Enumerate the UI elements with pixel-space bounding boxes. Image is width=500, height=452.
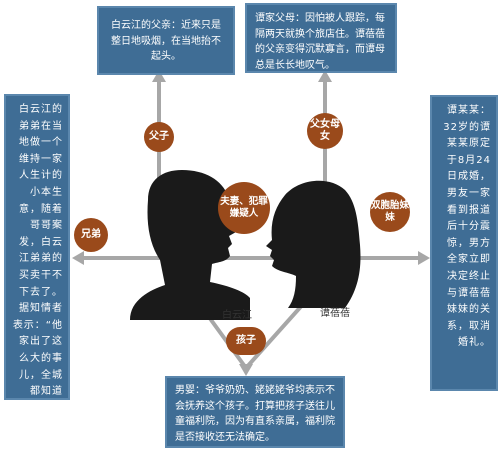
- female-silhouette: [266, 180, 361, 308]
- relation-badge-xiongdi: 兄弟: [74, 218, 108, 252]
- info-box-bai-brother: 白云江的弟弟在当地做一个维持一家人生计的小本生意，随着哥哥案发，白云江弟弟的买卖…: [4, 94, 70, 447]
- arrow-right: [418, 251, 430, 265]
- arrow-up-left: [152, 70, 166, 82]
- info-box-tan-sister: 谭某某：32岁的谭某某原定于8月24日成婚，男友一家看到报道后十分震惊，男方全家…: [430, 95, 498, 391]
- info-box-bai-father: 白云江的父亲：近来只是整日地吸烟，在当地抬不起头。: [97, 6, 235, 75]
- person-name-tan: 谭蓓蓓: [320, 308, 350, 319]
- person-name-bai: 白云江: [222, 310, 252, 321]
- relation-badge-shuangbao: 双胞胎妹妹: [370, 192, 410, 232]
- arrow-heads: [72, 70, 430, 376]
- arrow-left: [72, 251, 84, 265]
- relation-badge-haizi: 孩子: [226, 327, 266, 355]
- info-box-tan-parents: 谭家父母：因怕被人跟踪，每隔两天就换个旅店住。谭蓓蓓的父亲变得沉默寡言，而谭母总…: [245, 3, 397, 73]
- arrow-down: [239, 364, 253, 376]
- info-box-baby: 男婴：爷爷奶奶、姥姥姥爷均表示不会抚养这个孩子。打算把孩子送往儿童福利院，因为有…: [165, 376, 345, 448]
- relation-badge-funv: 父女母女: [307, 113, 343, 149]
- relation-badge-fuqi: 夫妻、犯罪嫌疑人: [218, 182, 270, 234]
- arrow-up-right: [318, 70, 332, 82]
- relation-badge-fuzi: 父子: [144, 122, 174, 152]
